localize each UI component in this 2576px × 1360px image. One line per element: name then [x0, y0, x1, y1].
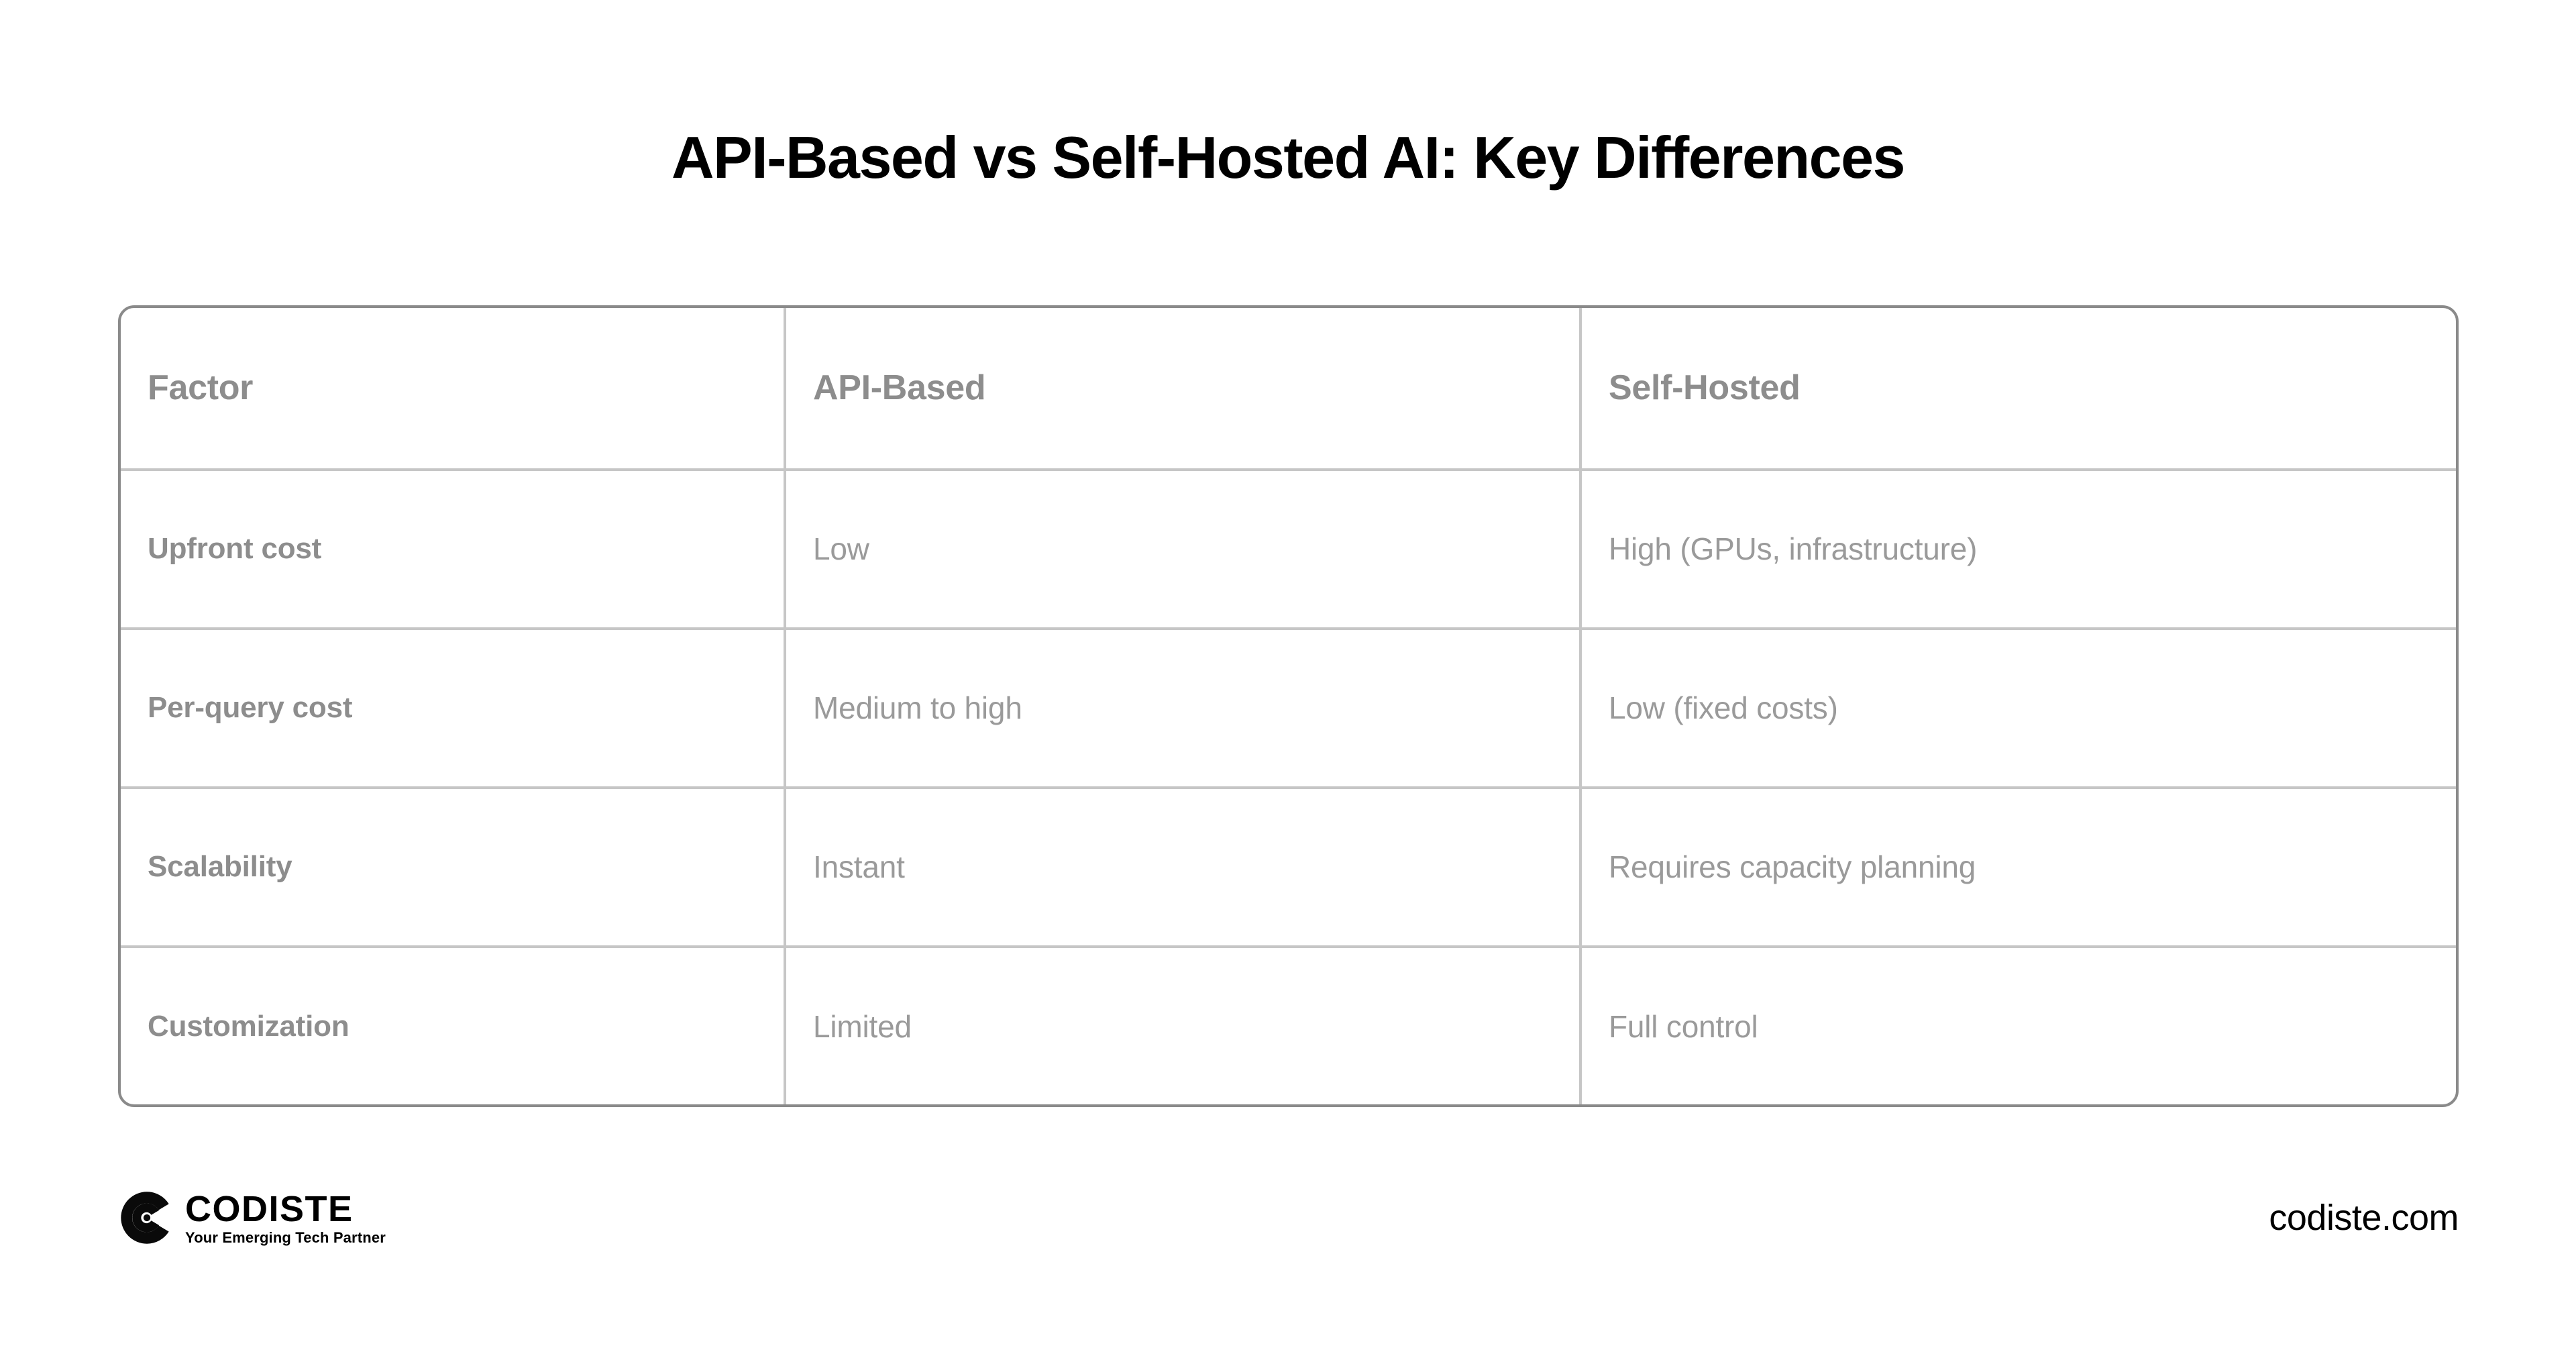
table-row: Customization Limited Full control: [121, 945, 2456, 1104]
table-row: Upfront cost Low High (GPUs, infrastruct…: [121, 468, 2456, 627]
table-row: Per-query cost Medium to high Low (fixed…: [121, 627, 2456, 786]
table-row: Scalability Instant Requires capacity pl…: [121, 786, 2456, 945]
brand-tagline: Your Emerging Tech Partner: [185, 1228, 386, 1246]
cell-self-hosted: Requires capacity planning: [1579, 788, 2456, 945]
cell-api-based: Instant: [784, 788, 1579, 945]
table-inner: Factor API-Based Self-Hosted Upfront cos…: [121, 308, 2456, 1104]
site-url: codiste.com: [2269, 1198, 2459, 1238]
brand-name: CODISTE: [185, 1188, 354, 1229]
cell-api-based: Low: [784, 470, 1579, 627]
cell-self-hosted: Low (fixed costs): [1579, 629, 2456, 786]
comparison-table: Factor API-Based Self-Hosted Upfront cos…: [118, 305, 2459, 1107]
cell-factor: Upfront cost: [148, 532, 322, 566]
page-title: API-Based vs Self-Hosted AI: Key Differe…: [672, 124, 1906, 191]
cell-self-hosted: Full control: [1579, 948, 2456, 1104]
footer: CODISTE Your Emerging Tech Partner codis…: [118, 1181, 2459, 1255]
column-header-api-based: API-Based: [784, 308, 1579, 468]
column-header-factor: Factor: [148, 368, 254, 408]
brand-logo: CODISTE Your Emerging Tech Partner: [118, 1189, 386, 1247]
cell-factor: Customization: [148, 1009, 350, 1043]
cell-api-based: Limited: [784, 948, 1579, 1104]
cell-api-based: Medium to high: [784, 629, 1579, 786]
brand-text: CODISTE Your Emerging Tech Partner: [185, 1191, 386, 1245]
table-header-row: Factor API-Based Self-Hosted: [121, 308, 2456, 468]
cell-factor: Scalability: [148, 850, 292, 884]
cell-self-hosted: High (GPUs, infrastructure): [1579, 470, 2456, 627]
cell-factor: Per-query cost: [148, 691, 353, 725]
codiste-concentric-c-logo-icon: [121, 1192, 169, 1244]
column-header-self-hosted: Self-Hosted: [1579, 308, 2456, 468]
